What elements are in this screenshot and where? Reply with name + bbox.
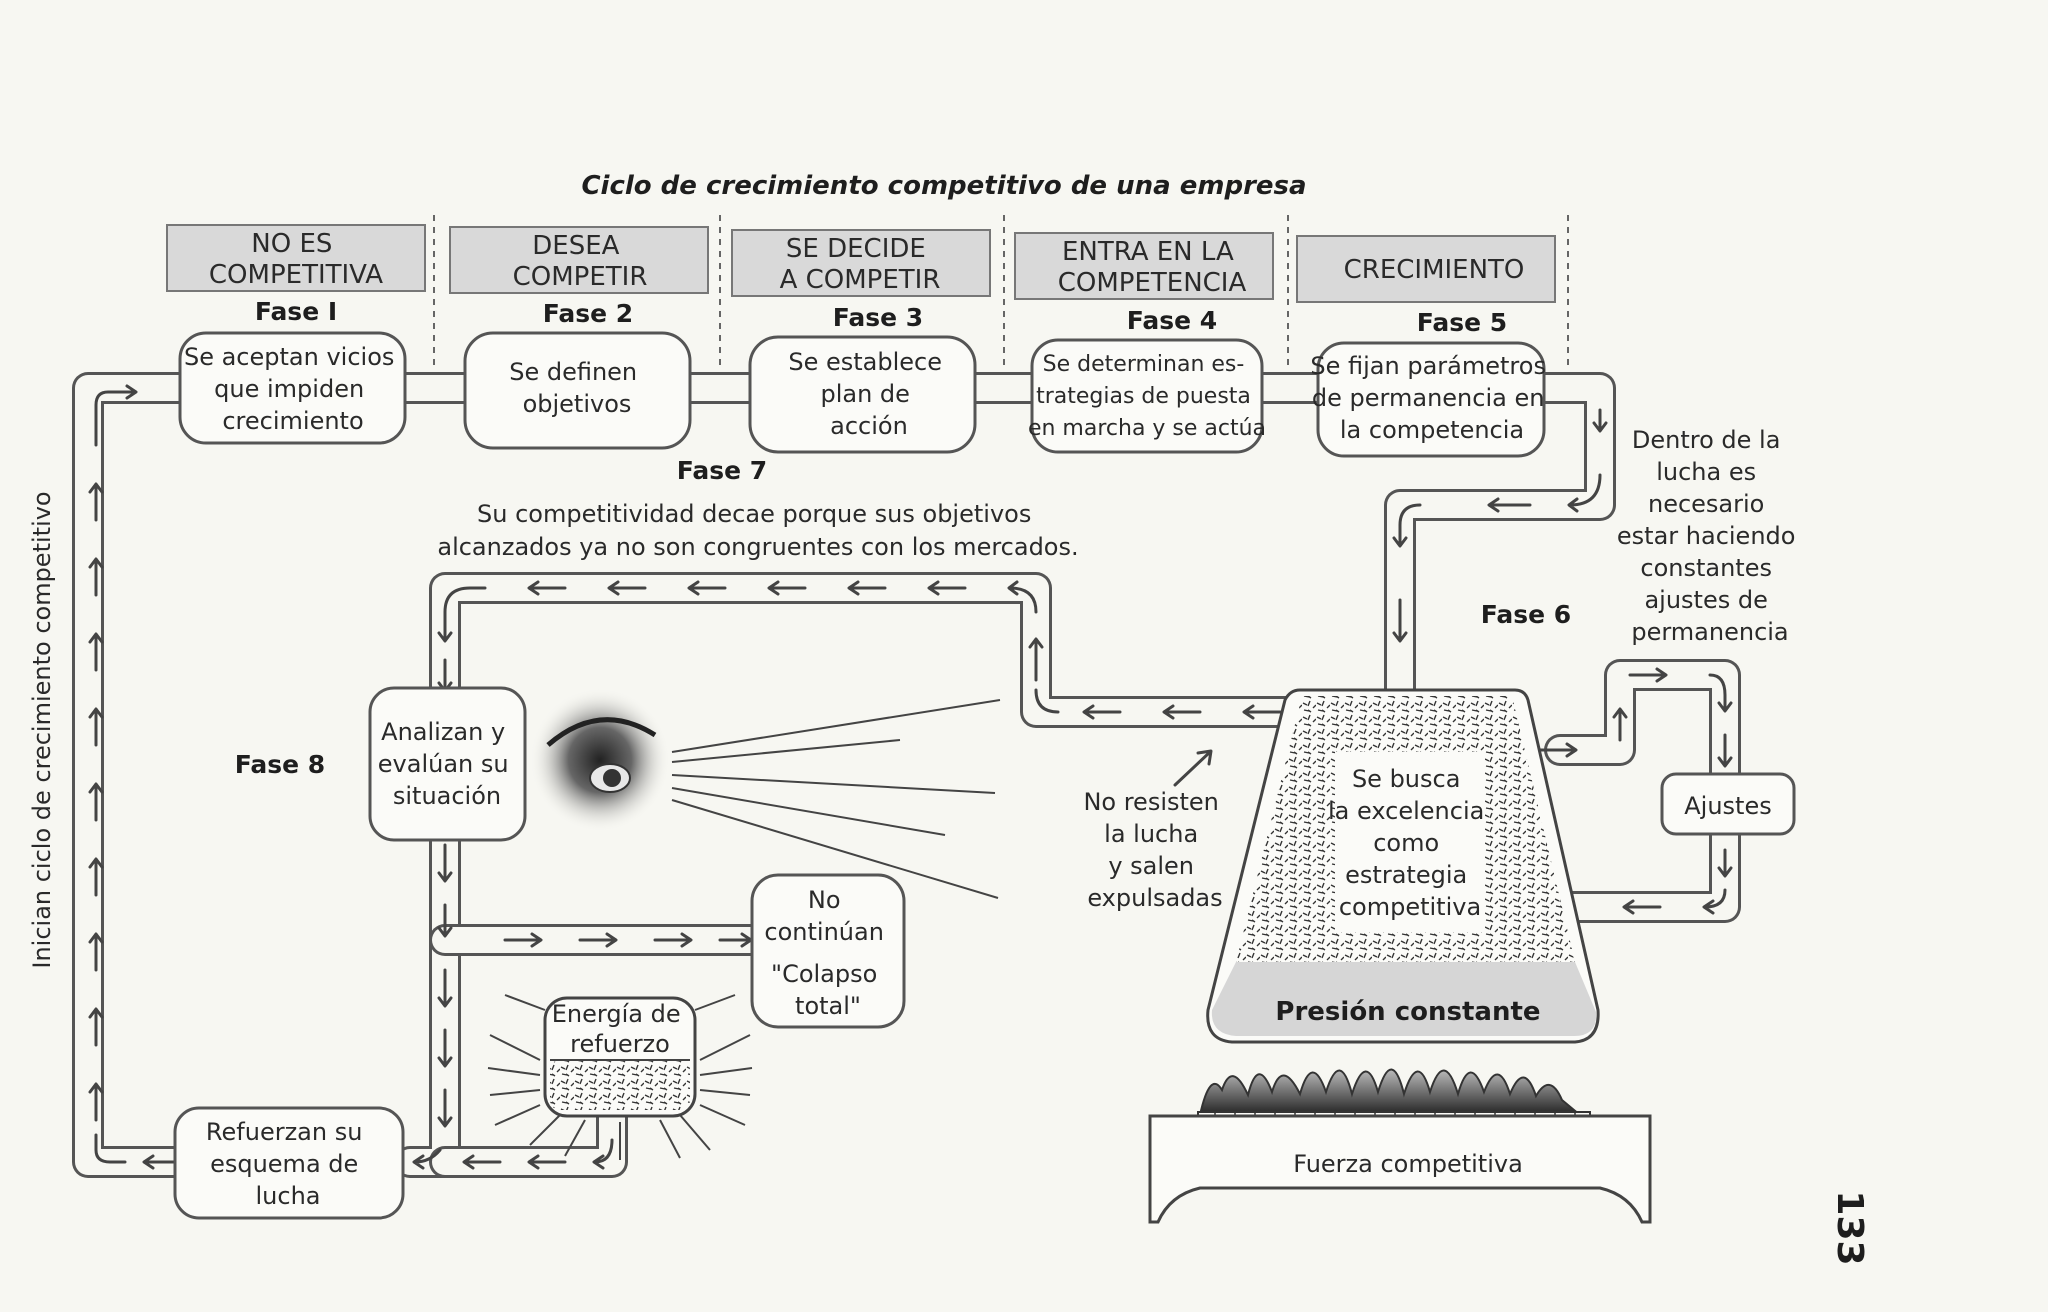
side-label: Inician ciclo de crecimiento competitivo <box>28 491 56 968</box>
stage-2: DESEA COMPETIR Fase 2 Se definen objetiv… <box>449 226 709 450</box>
no-resisten-text: No resisten la lucha y salen expulsadas <box>1083 788 1226 912</box>
stage-1: NO ES COMPETITIVA Fase I Se aceptan vici… <box>166 224 426 445</box>
stage-3-box-text: Se establece plan de acción <box>788 348 949 440</box>
fase-6-label: Fase 6 <box>1481 600 1571 629</box>
stage-4: ENTRA EN LA COMPETENCIA Fase 4 Se determ… <box>1014 232 1274 454</box>
analizan-box <box>368 686 527 842</box>
stage-5-box <box>1316 341 1546 458</box>
stage-5-phase: Fase 5 <box>1417 308 1507 337</box>
stage-2-header <box>449 226 709 294</box>
page-number: 133 <box>1829 1190 1870 1265</box>
stage-3-header <box>731 229 991 297</box>
stage-4-box-text: Se determinan es- trategias de puesta en… <box>1028 352 1266 441</box>
stage-2-header-text: DESEA COMPETIR <box>513 231 648 292</box>
fase-7-label: Fase 7 <box>677 456 767 485</box>
fase-8-label: Fase 8 <box>235 750 325 779</box>
flow-arrows <box>88 384 1733 1170</box>
stage-3-box <box>748 335 977 454</box>
stage-5-header <box>1296 235 1556 303</box>
flask-text: Se busca la excelencia como estrategia c… <box>1328 765 1492 921</box>
stage-2-phase: Fase 2 <box>543 299 633 328</box>
energia-text: Energía de refuerzo <box>552 1000 688 1058</box>
energy-battery-icon <box>487 994 753 1160</box>
stage-3-phase: Fase 3 <box>833 303 923 332</box>
stove-icon <box>1148 1114 1652 1224</box>
stage-1-header <box>166 224 426 292</box>
ajustes-box-text: Ajustes <box>1684 792 1771 820</box>
stage-1-phase: Fase I <box>255 297 337 326</box>
stage-5-header-text: CRECIMIENTO <box>1344 255 1525 285</box>
column-dividers <box>433 215 1569 370</box>
stage-5-box-text: Se fijan parámetros de permanencia en la… <box>1310 352 1553 444</box>
stage-3: SE DECIDE A COMPETIR Fase 3 Se establece… <box>731 229 991 454</box>
stage-2-box <box>463 331 692 450</box>
stage-2-box-text: Se definen objetivos <box>509 358 645 418</box>
stage-1-box-text: Se aceptan vicios que impiden crecimient… <box>184 343 402 435</box>
stage-5: CRECIMIENTO Fase 5 Se fijan parámetros d… <box>1296 235 1556 458</box>
stage-4-box <box>1030 338 1264 454</box>
fuerza-label: Fuerza competitiva <box>1293 1150 1523 1178</box>
stage-1-header-text: NO ES COMPETITIVA <box>209 229 383 290</box>
stage-3-header-text: SE DECIDE A COMPETIR <box>780 234 941 295</box>
flask-icon <box>1206 688 1600 1044</box>
stage-4-phase: Fase 4 <box>1127 306 1217 335</box>
refuerzan-box <box>173 1106 405 1220</box>
diagram-title: Ciclo de crecimiento competitivo de una … <box>581 171 1306 201</box>
refuerzan-text: Refuerzan su esquema de lucha <box>206 1118 370 1210</box>
stage-1-box <box>178 331 407 445</box>
fase-7-text: Su competitividad decae porque sus objet… <box>437 500 1078 561</box>
ajustes-note: Dentro de la lucha es necesario estar ha… <box>1617 426 1803 646</box>
no-continuan-text: No continúan "Colapso total" <box>764 886 891 1020</box>
stage-4-header <box>1014 232 1274 300</box>
vision-rays <box>671 699 1001 899</box>
analizan-text: Analizan y evalúan su situación <box>378 718 516 810</box>
no-continuan-box <box>750 873 906 1029</box>
stage-4-header-text: ENTRA EN LA COMPETENCIA <box>1058 237 1247 298</box>
flow-pipes <box>72 372 1741 1178</box>
ajustes-box <box>1660 772 1796 836</box>
presion-label: Presión constante <box>1275 997 1540 1027</box>
eye-icon <box>530 688 670 832</box>
